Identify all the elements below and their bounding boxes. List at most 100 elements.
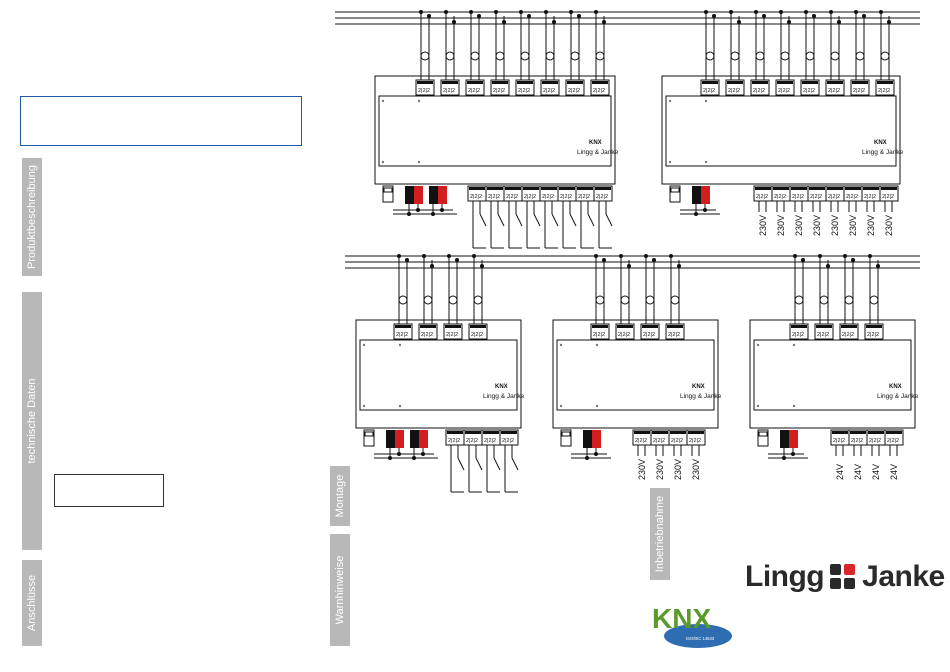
terminal-top bbox=[595, 187, 611, 190]
junction-dot bbox=[812, 14, 816, 18]
power-socket-slot bbox=[758, 431, 768, 437]
tab-produktbeschreibung[interactable]: Produktbeschreibung bbox=[22, 158, 42, 276]
junction-dot bbox=[854, 10, 858, 14]
junction-dot bbox=[818, 254, 822, 258]
switch-contact bbox=[533, 213, 541, 227]
terminal-screw-label: 2|2|2 bbox=[635, 438, 647, 444]
output-lamp bbox=[445, 51, 455, 61]
junction-dot bbox=[527, 14, 531, 18]
output-lamp bbox=[780, 51, 790, 61]
junction-dot bbox=[801, 258, 805, 262]
panel-screw bbox=[595, 343, 599, 347]
output-lamp bbox=[730, 51, 740, 61]
terminal-top bbox=[501, 431, 517, 434]
terminal-screw-label: 2|2|2 bbox=[618, 332, 630, 338]
junction-dot bbox=[397, 254, 401, 258]
power-socket bbox=[382, 185, 394, 203]
panel-screw bbox=[595, 404, 599, 408]
terminal-screw-label: 2|2|2 bbox=[828, 194, 840, 200]
voltage-label: 230V bbox=[866, 215, 876, 236]
device-brand-label: Lingg & Janke bbox=[577, 149, 619, 156]
switch-contact bbox=[511, 457, 519, 471]
bus-connector-black bbox=[386, 430, 395, 448]
terminal-top bbox=[517, 81, 533, 84]
terminal-screw-label: 2|2|2 bbox=[493, 88, 505, 94]
terminal-screw-label: 2|2|2 bbox=[810, 194, 822, 200]
junction-dot bbox=[477, 14, 481, 18]
terminal-screw-label: 2|2|2 bbox=[484, 438, 496, 444]
terminal-top bbox=[816, 325, 832, 328]
terminal-top bbox=[442, 81, 458, 84]
terminal-top bbox=[866, 325, 882, 328]
panel-screw bbox=[417, 160, 421, 164]
terminal-screw-label: 2|2|2 bbox=[774, 194, 786, 200]
terminal-screw-label: 2|2|2 bbox=[803, 88, 815, 94]
terminal-screw-label: 2|2|2 bbox=[643, 332, 655, 338]
terminal-top bbox=[470, 325, 486, 328]
terminal-top bbox=[881, 187, 897, 190]
terminal-screw-label: 2|2|2 bbox=[792, 194, 804, 200]
voltage-label: 230V bbox=[812, 215, 822, 236]
terminal-screw-label: 2|2|2 bbox=[653, 438, 665, 444]
terminal-screw-label: 2|2|2 bbox=[842, 332, 854, 338]
terminal-top bbox=[592, 81, 608, 84]
terminal-top bbox=[567, 81, 583, 84]
terminal-screw-label: 2|2|2 bbox=[869, 438, 881, 444]
terminal-top bbox=[850, 431, 866, 434]
switch-contact bbox=[493, 457, 501, 471]
terminal-top bbox=[773, 187, 789, 190]
terminal-screw-label: 2|2|2 bbox=[593, 332, 605, 338]
terminal-top bbox=[791, 187, 807, 190]
voltage-label: 230V bbox=[691, 459, 701, 480]
tab-inbetriebnahme[interactable]: Inbetriebnahme bbox=[650, 488, 670, 580]
power-socket-slot bbox=[670, 187, 680, 193]
bus-connector-black bbox=[410, 430, 419, 448]
terminal-top bbox=[852, 81, 868, 84]
output-lamp bbox=[705, 51, 715, 61]
bus-connector-red bbox=[438, 186, 447, 204]
terminal-top bbox=[559, 187, 575, 190]
terminal-screw-label: 2|2|2 bbox=[421, 332, 433, 338]
terminal-top bbox=[577, 187, 593, 190]
output-lamp bbox=[473, 295, 483, 305]
terminal-top bbox=[483, 431, 499, 434]
junction-dot bbox=[669, 254, 673, 258]
device-front-panel bbox=[556, 339, 715, 411]
tab-anschluesse[interactable]: Anschlüsse bbox=[22, 560, 42, 646]
switch-contact bbox=[569, 213, 577, 227]
terminal-screw-label: 2|2|2 bbox=[524, 194, 536, 200]
panel-screw bbox=[792, 404, 796, 408]
terminal-screw-label: 2|2|2 bbox=[846, 194, 858, 200]
terminal-screw-label: 2|2|2 bbox=[756, 194, 768, 200]
panel-screw bbox=[668, 99, 672, 103]
terminal-top bbox=[755, 187, 771, 190]
device-front-panel bbox=[378, 95, 612, 167]
device-knx-label: KNX bbox=[589, 140, 602, 146]
terminal-screw-label: 2|2|2 bbox=[833, 438, 845, 444]
tab-warnhinweise[interactable]: Warnhinweise bbox=[330, 534, 350, 646]
terminal-top bbox=[487, 187, 503, 190]
terminal-top bbox=[465, 431, 481, 434]
voltage-label: 230V bbox=[830, 215, 840, 236]
junction-dot bbox=[452, 20, 456, 24]
power-socket bbox=[669, 185, 681, 203]
terminal-screw-label: 2|2|2 bbox=[470, 194, 482, 200]
voltage-label: 230V bbox=[758, 215, 768, 236]
terminal-screw-label: 2|2|2 bbox=[689, 438, 701, 444]
bus-connector-black bbox=[429, 186, 438, 204]
output-lamp bbox=[595, 51, 605, 61]
tab-technische-daten[interactable]: technische Daten bbox=[22, 292, 42, 550]
terminal-top bbox=[727, 81, 743, 84]
panel-screw bbox=[704, 99, 708, 103]
output-lamp bbox=[755, 51, 765, 61]
terminal-top bbox=[542, 81, 558, 84]
tab-montage[interactable]: Montage bbox=[330, 466, 350, 526]
panel-screw bbox=[756, 343, 760, 347]
terminal-top bbox=[832, 431, 848, 434]
device-brand-label: Lingg & Janke bbox=[877, 393, 919, 400]
terminal-top bbox=[845, 187, 861, 190]
junction-dot bbox=[519, 10, 523, 14]
terminal-screw-label: 2|2|2 bbox=[443, 88, 455, 94]
junction-dot bbox=[627, 264, 631, 268]
junction-dot bbox=[494, 10, 498, 14]
